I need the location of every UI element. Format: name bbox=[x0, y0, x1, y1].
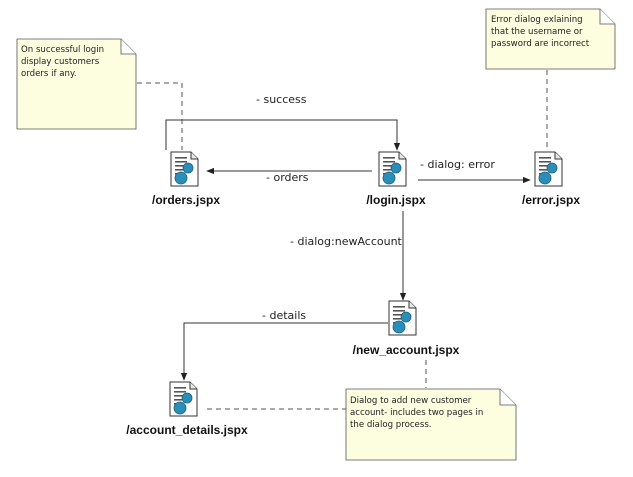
page-file-icon bbox=[378, 151, 407, 187]
node-new-account[interactable] bbox=[388, 300, 417, 336]
page-file-icon bbox=[169, 381, 198, 417]
note-error[interactable]: Error dialog exlaining that the username… bbox=[485, 8, 616, 70]
node-label-new-account: /new_account.jspx bbox=[353, 343, 460, 357]
edge-label-orders: - orders bbox=[266, 171, 309, 184]
node-label-error: /error.jspx bbox=[522, 193, 580, 207]
page-file-icon bbox=[534, 151, 563, 187]
orders-note-connector bbox=[137, 82, 183, 150]
node-orders[interactable] bbox=[170, 151, 199, 187]
note-account[interactable]: Dialog to add new customer account- incl… bbox=[345, 388, 517, 461]
note-error-text: Error dialog exlaining that the username… bbox=[491, 15, 590, 49]
node-error[interactable] bbox=[534, 151, 563, 187]
node-login[interactable] bbox=[378, 151, 407, 187]
edge-label-dialog-error: - dialog: error bbox=[420, 158, 495, 171]
edge-success bbox=[165, 119, 401, 151]
edge-label-dialog-new-account: - dialog:newAccount bbox=[290, 235, 403, 248]
node-label-orders: /orders.jspx bbox=[152, 193, 220, 207]
note-account-text: Dialog to add new customer account- incl… bbox=[350, 396, 486, 430]
note-orders[interactable]: On successful login display customers or… bbox=[16, 38, 137, 130]
edge-label-success: - success bbox=[256, 93, 307, 106]
edge-details bbox=[180, 322, 388, 381]
node-label-login: /login.jspx bbox=[366, 193, 426, 207]
page-file-icon bbox=[388, 300, 417, 336]
node-label-account-details: /account_details.jspx bbox=[126, 423, 248, 437]
node-account-details[interactable] bbox=[169, 381, 198, 417]
note-orders-text: On successful login display customers or… bbox=[21, 45, 107, 79]
edge-label-details: - details bbox=[262, 309, 306, 322]
page-file-icon bbox=[170, 151, 199, 187]
